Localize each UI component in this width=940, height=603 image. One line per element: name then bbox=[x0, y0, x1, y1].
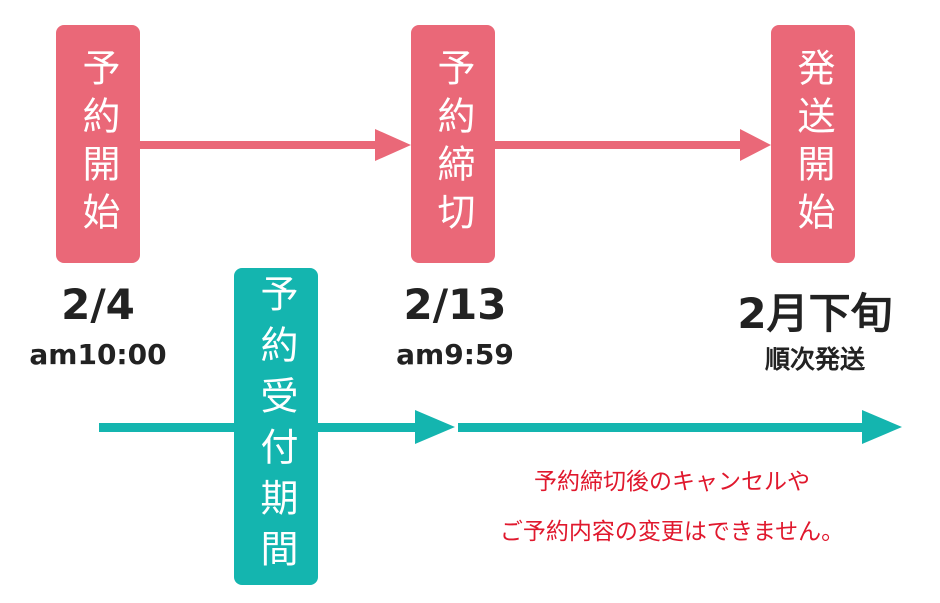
start-date: 2/4 bbox=[61, 280, 135, 329]
reservation-period-box: 予約受付期間 bbox=[234, 268, 318, 585]
step-box-reservation-deadline: 予約締切 bbox=[411, 25, 495, 263]
deadline-time: am9:59 bbox=[396, 338, 514, 371]
pink-arrow-2 bbox=[495, 129, 771, 161]
pink-arrow-1 bbox=[140, 129, 411, 161]
start-time: am10:00 bbox=[29, 338, 167, 371]
period-label: 予約受付期間 bbox=[254, 273, 298, 580]
step-label: 予約締切 bbox=[431, 48, 475, 240]
shipping-date: 2月下旬 bbox=[737, 289, 893, 338]
step-box-reservation-start: 予約開始 bbox=[56, 25, 140, 263]
step-box-shipping-start: 発送開始 bbox=[771, 25, 855, 263]
cancellation-note-line-1: 予約締切後のキャンセルや bbox=[534, 469, 810, 495]
shipping-note: 順次発送 bbox=[764, 345, 866, 374]
teal-arrow-2 bbox=[458, 410, 902, 444]
cancellation-note-line-2: ご予約内容の変更はできません。 bbox=[499, 519, 845, 545]
deadline-date: 2/13 bbox=[403, 280, 507, 329]
step-label: 発送開始 bbox=[791, 48, 835, 240]
step-label: 予約開始 bbox=[76, 48, 120, 240]
